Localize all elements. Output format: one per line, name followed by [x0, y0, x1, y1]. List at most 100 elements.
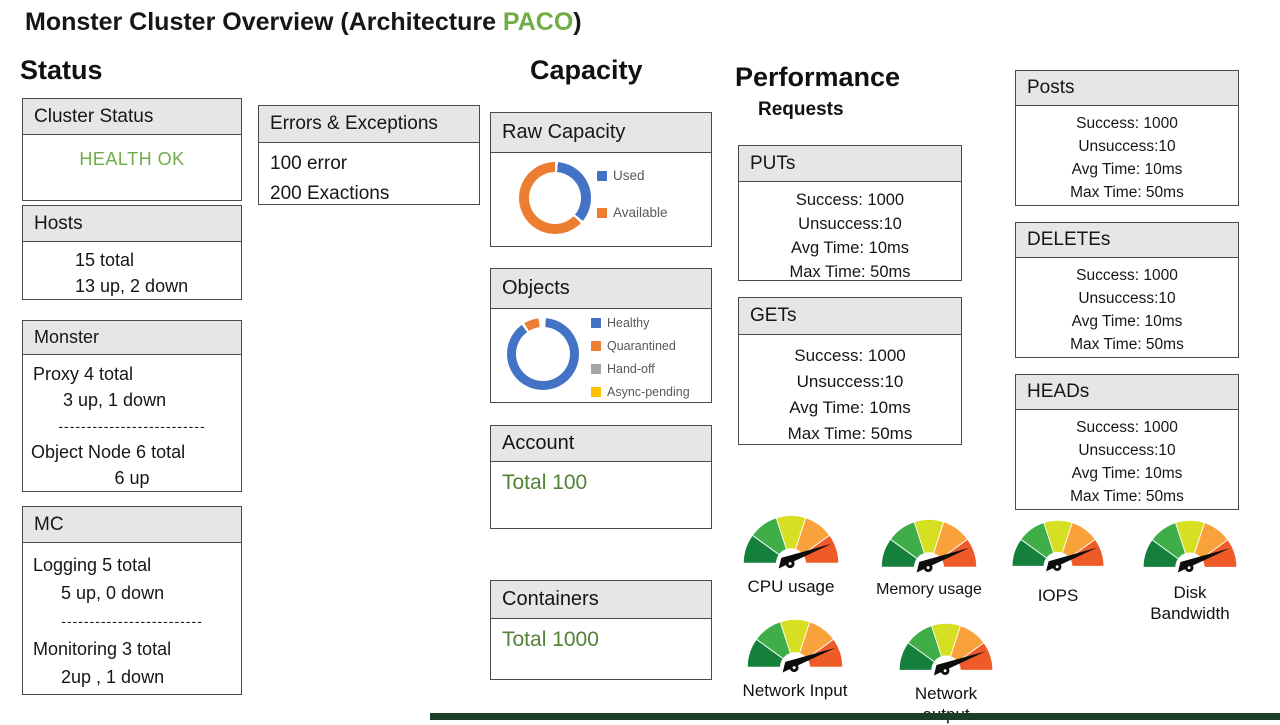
puts-success-line: Success: 1000	[795, 191, 905, 209]
errors-count-line: 100 error	[270, 153, 348, 174]
page-title-prefix: Monster Cluster Overview (Architecture	[25, 8, 503, 36]
cluster-health-value: HEALTH OK	[79, 149, 185, 169]
posts-panel-title: Posts	[1016, 71, 1238, 106]
gauge-dial	[1011, 519, 1105, 577]
legend-item: Used	[597, 168, 645, 183]
memory-usage-gauge-label: Memory usage	[876, 580, 982, 598]
legend-label: Used	[613, 168, 645, 183]
puts-panel-title: PUTs	[739, 146, 961, 182]
errors-exceptions-panel: Errors & Exceptions 100 error 200 Exacti…	[258, 105, 480, 205]
gets-panel-title: GETs	[739, 298, 961, 335]
posts-unsuccess-line: Unsuccess:10	[1078, 138, 1176, 155]
gets-success-line: Success: 1000	[794, 346, 906, 365]
cpu-usage-gauge-label: CPU usage	[747, 576, 835, 596]
available-legend-swatch	[597, 207, 607, 218]
gauge-pivot-dot	[1055, 565, 1059, 569]
hosts-panel-title: Hosts	[23, 206, 241, 242]
deletes-unsuccess-line: Unsuccess:10	[1078, 290, 1176, 307]
gets-unsuccess-line: Unsuccess:10	[796, 372, 904, 391]
mc-panel-title: MC	[23, 507, 241, 543]
legend-item: Hand-off	[591, 362, 655, 376]
puts-panel: PUTs Success: 1000 Unsuccess:10 Avg Time…	[738, 145, 962, 281]
used-legend-swatch	[597, 170, 607, 181]
cluster-status-panel-title: Cluster Status	[23, 99, 241, 135]
status-section-heading: Status	[20, 55, 103, 85]
capacity-section-heading: Capacity	[530, 55, 643, 85]
containers-total-value: Total 1000	[502, 628, 599, 651]
mc-logging-updown-line: 5 up, 0 down	[61, 583, 165, 603]
mc-divider: -------------------------	[61, 613, 203, 629]
performance-section-heading: Performance	[735, 62, 901, 92]
posts-panel: Posts Success: 1000 Unsuccess:10 Avg Tim…	[1015, 70, 1239, 206]
page-title: Monster Cluster Overview (Architecture P…	[25, 8, 582, 37]
posts-success-line: Success: 1000	[1076, 115, 1178, 132]
mc-logging-total-line: Logging 5 total	[33, 555, 152, 575]
page-title-architecture-highlight: PACO	[502, 8, 574, 36]
puts-avgtime-line: Avg Time: 10ms	[791, 239, 909, 257]
monster-panel-title: Monster	[23, 321, 241, 355]
heads-panel: HEADs Success: 1000 Unsuccess:10 Avg Tim…	[1015, 374, 1239, 510]
monster-proxy-total-line: Proxy 4 total	[33, 364, 134, 384]
hosts-panel: Hosts 15 total 13 up, 2 down	[22, 205, 242, 300]
gauge-pivot-dot	[943, 669, 947, 673]
memory-usage-gauge: Memory usage	[876, 516, 982, 600]
heads-panel-title: HEADs	[1016, 375, 1238, 410]
objects-panel: Objects Healthy Quarantined Hand-off Asy…	[490, 268, 712, 403]
gauge-pivot-dot	[926, 566, 930, 570]
legend-item: Available	[597, 205, 668, 220]
bottom-accent-bar	[430, 713, 1280, 720]
page-title-suffix: )	[573, 8, 582, 36]
gauge-dial	[1142, 519, 1238, 578]
legend-item: Quarantined	[591, 339, 676, 353]
monster-object-total-line: Object Node 6 total	[31, 442, 186, 462]
cluster-status-panel: Cluster Status HEALTH OK	[22, 98, 242, 201]
handoff-legend-swatch	[591, 364, 601, 374]
raw-capacity-donut-chart	[519, 162, 591, 234]
legend-item: Async-pending	[591, 385, 690, 399]
hosts-updown-line: 13 up, 2 down	[75, 276, 189, 296]
objects-panel-title: Objects	[491, 269, 711, 309]
disk-bandwidth-gauge-label-line1: Disk	[1173, 582, 1207, 602]
account-panel: Account Total 100	[490, 425, 712, 529]
network-input-gauge: Network Input	[742, 616, 848, 701]
gauge-pivot-dot	[792, 666, 796, 670]
network-output-gauge: Network output	[894, 620, 998, 725]
gauge-needle	[1046, 547, 1098, 572]
cpu-usage-gauge: CPU usage	[738, 512, 844, 597]
deletes-panel: DELETEs Success: 1000 Unsuccess:10 Avg T…	[1015, 222, 1239, 358]
heads-maxtime-line: Max Time: 50ms	[1070, 488, 1184, 505]
hosts-total-line: 15 total	[75, 250, 135, 270]
iops-gauge-label: IOPS	[1037, 585, 1079, 605]
deletes-success-line: Success: 1000	[1076, 267, 1178, 284]
deletes-maxtime-line: Max Time: 50ms	[1070, 336, 1184, 353]
exceptions-count-line: 200 Exactions	[270, 183, 390, 204]
monster-proxy-updown-line: 3 up, 1 down	[63, 390, 167, 410]
gauge-pivot-dot	[788, 562, 792, 566]
containers-panel: Containers Total 1000	[490, 580, 712, 680]
gauge-dial	[880, 519, 978, 578]
disk-bandwidth-gauge-label-line2: Bandwidth	[1150, 603, 1230, 623]
async-pending-legend-swatch	[591, 387, 601, 397]
objects-donut-chart	[507, 318, 579, 390]
heads-unsuccess-line: Unsuccess:10	[1078, 442, 1176, 459]
healthy-legend-swatch	[591, 318, 601, 328]
gauge-needle	[1177, 548, 1230, 573]
monster-divider: --------------------------	[58, 418, 206, 434]
posts-maxtime-line: Max Time: 50ms	[1070, 184, 1184, 201]
legend-label: Hand-off	[607, 362, 655, 376]
requests-subheading: Requests	[758, 99, 844, 120]
iops-gauge: IOPS	[1007, 517, 1109, 606]
gets-maxtime-line: Max Time: 50ms	[787, 424, 913, 443]
account-total-value: Total 100	[502, 471, 588, 494]
legend-label: Async-pending	[607, 385, 690, 399]
monster-panel: Monster Proxy 4 total 3 up, 1 down -----…	[22, 320, 242, 492]
legend-item: Healthy	[591, 316, 649, 330]
heads-avgtime-line: Avg Time: 10ms	[1071, 465, 1183, 482]
mc-monitoring-total-line: Monitoring 3 total	[33, 639, 172, 659]
gets-avgtime-line: Avg Time: 10ms	[789, 398, 911, 417]
legend-label: Available	[613, 205, 668, 220]
legend-label: Healthy	[607, 316, 650, 330]
legend-label: Quarantined	[607, 339, 676, 353]
gauge-needle	[933, 651, 986, 676]
disk-bandwidth-gauge: Disk Bandwidth	[1138, 517, 1242, 624]
